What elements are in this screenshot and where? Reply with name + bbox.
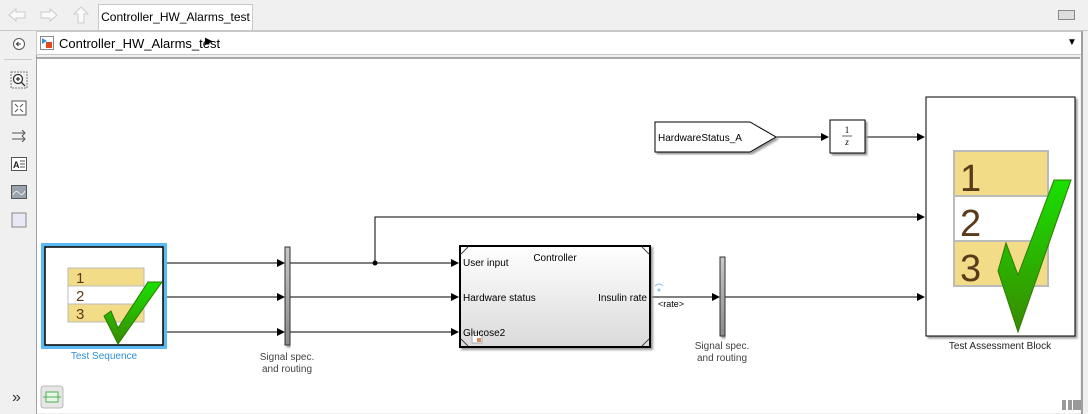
bus-block-2[interactable] <box>719 256 726 337</box>
ts-row-3: 3 <box>76 306 84 323</box>
from-block-label: HardwareStatus_A <box>658 133 742 144</box>
unit-delay-block[interactable] <box>829 119 866 154</box>
svg-text:A: A <box>13 160 20 170</box>
model-browser-button[interactable] <box>40 385 64 409</box>
checkmark-icon <box>103 281 163 345</box>
tool-palette: A » <box>0 31 37 414</box>
keyboard-icon[interactable] <box>1058 10 1075 20</box>
test-assessment-label: Test Assessment Block <box>949 341 1052 352</box>
test-sequence-label: Test Sequence <box>71 351 138 362</box>
arrow-right-icon <box>40 7 58 23</box>
ta-row-3: 3 <box>960 248 981 290</box>
test-sequence-block[interactable] <box>41 243 167 349</box>
view-indicator-icon[interactable] <box>1062 400 1081 410</box>
checkmark-icon <box>997 179 1072 334</box>
breadcrumb-dropdown-button[interactable]: ▼ <box>1067 37 1077 48</box>
simulink-model-icon <box>40 36 54 50</box>
port-insulin-rate: Insulin rate <box>598 293 647 304</box>
bus2-label-line1: Signal spec. <box>695 341 749 352</box>
breadcrumb-model[interactable]: Controller_HW_Alarms_test <box>59 36 221 51</box>
branch-point <box>372 260 378 266</box>
bus1-label-line1: Signal spec. <box>260 352 314 363</box>
route-lines-icon[interactable] <box>10 127 28 145</box>
tab-model[interactable]: Controller_HW_Alarms_test <box>98 4 253 30</box>
ts-row-1: 1 <box>76 270 84 287</box>
zoom-icon[interactable] <box>10 71 28 89</box>
forward-button[interactable] <box>38 5 60 25</box>
top-toolbar: Controller_HW_Alarms_test <box>0 0 1088 31</box>
port-user-input: User input <box>463 258 509 269</box>
back-button[interactable] <box>6 5 28 25</box>
bus-block-1[interactable] <box>284 246 291 346</box>
ts-row-2: 2 <box>76 288 84 305</box>
expand-palette-button[interactable]: » <box>12 389 21 406</box>
model-canvas[interactable] <box>37 57 1080 413</box>
test-assessment-block[interactable] <box>925 96 1076 337</box>
right-edge <box>1081 31 1088 414</box>
controller-title: Controller <box>533 253 577 264</box>
image-icon[interactable] <box>10 183 28 201</box>
ta-row-1: 1 <box>960 158 981 200</box>
signal-lines[interactable] <box>166 133 925 336</box>
hide-browser-icon[interactable] <box>10 35 28 53</box>
annotation-icon[interactable]: A <box>10 155 28 173</box>
palette-divider <box>4 59 32 60</box>
breadcrumb: Controller_HW_Alarms_test ▶ ▼ <box>36 31 1082 55</box>
up-button[interactable] <box>70 5 92 25</box>
signal-name-rate: <rate> <box>658 299 684 309</box>
arrow-up-icon <box>72 6 90 24</box>
arrow-left-icon <box>8 7 26 23</box>
bus1-label-line2: and routing <box>262 364 312 375</box>
delay-denominator: z <box>844 137 849 147</box>
delay-numerator: 1 <box>845 125 850 135</box>
signal-logging-icon[interactable] <box>654 283 664 292</box>
ta-row-2: 2 <box>960 203 981 245</box>
port-glucose2: Glucose2 <box>463 328 506 339</box>
fit-to-view-icon[interactable] <box>10 99 28 117</box>
port-hardware-status: Hardware status <box>463 293 536 304</box>
controller-block[interactable] <box>459 245 651 348</box>
breadcrumb-expand-arrow[interactable]: ▶ <box>205 36 213 47</box>
from-block[interactable] <box>654 121 778 153</box>
bus2-label-line2: and routing <box>697 353 747 364</box>
area-icon[interactable] <box>10 211 28 229</box>
line-branch-to-assessment <box>374 213 925 263</box>
